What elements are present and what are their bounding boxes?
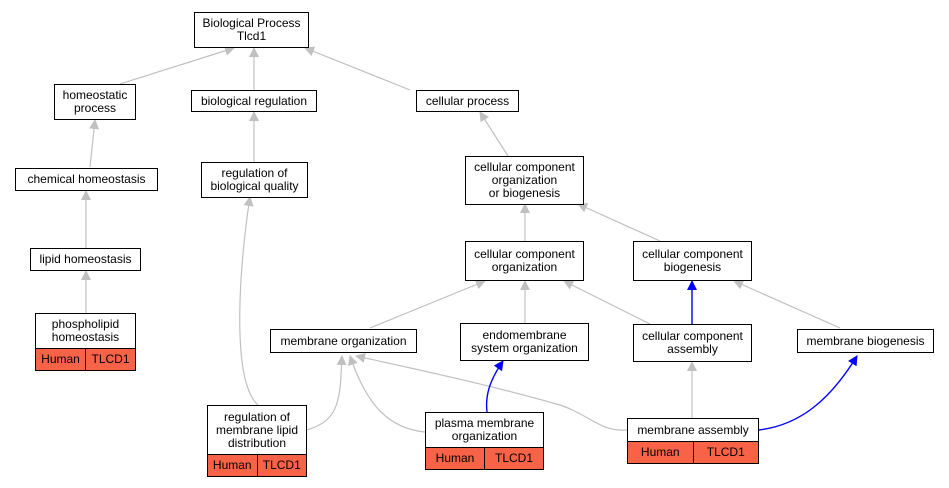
node-label: cellular component organization or bioge… bbox=[474, 160, 575, 200]
node-label: cellular process bbox=[425, 93, 510, 108]
edge-regmem-memorg bbox=[306, 355, 347, 431]
node-label: chemical homeostasis bbox=[27, 172, 146, 186]
node-label: cellular component biogenesis bbox=[642, 247, 743, 274]
edge-membio-ccb bbox=[733, 280, 841, 329]
node-membrane-biogenesis[interactable]: membrane biogenesis bbox=[797, 329, 934, 353]
node-label: cellular component assembly bbox=[642, 329, 743, 356]
node-homeostatic-process[interactable]: homeostatic process bbox=[54, 84, 136, 120]
edge-ccb-ccob bbox=[577, 203, 661, 242]
node-cellular-component-assembly[interactable]: cellular component assembly bbox=[633, 324, 752, 362]
node-cellular-component-organization-or-biogenesis[interactable]: cellular component organization or bioge… bbox=[465, 156, 584, 205]
annotation-row: Human TLCD1 bbox=[208, 454, 306, 476]
node-cellular-component-biogenesis[interactable]: cellular component biogenesis bbox=[633, 241, 752, 281]
node-label: endomembrane system organization bbox=[471, 328, 578, 355]
node-cellular-process[interactable]: cellular process bbox=[416, 90, 519, 112]
edge-memorg-cco bbox=[369, 279, 486, 329]
gene-label: TLCD1 bbox=[692, 442, 759, 463]
node-label: membrane organization bbox=[280, 333, 407, 348]
edge-regmem-regbioq bbox=[239, 196, 259, 406]
node-label: regulation of membrane lipid distributio… bbox=[215, 409, 299, 450]
node-regulation-membrane-lipid-distribution[interactable]: regulation of membrane lipid distributio… bbox=[207, 405, 307, 477]
node-regulation-biological-quality[interactable]: regulation of biological quality bbox=[201, 162, 308, 198]
edge-cca-cco bbox=[563, 280, 651, 325]
node-label: phospholipid homeostasis bbox=[51, 317, 120, 344]
node-lipid-homeostasis[interactable]: lipid homeostasis bbox=[30, 248, 141, 271]
species-label: Human bbox=[212, 458, 252, 472]
node-label: lipid homeostasis bbox=[39, 252, 132, 266]
node-cellular-component-organization[interactable]: cellular component organization bbox=[465, 241, 584, 281]
node-endomembrane-system-organization[interactable]: endomembrane system organization bbox=[460, 323, 589, 361]
species-label: Human bbox=[41, 352, 80, 366]
node-label: biological regulation bbox=[200, 93, 308, 108]
species-label: Human bbox=[640, 445, 680, 459]
node-label: regulation of biological quality bbox=[210, 166, 299, 193]
node-chemical-homeostasis[interactable]: chemical homeostasis bbox=[15, 168, 158, 191]
edge-memassembly-memorg bbox=[355, 353, 628, 431]
edge-ccob-cellproc bbox=[479, 111, 509, 157]
node-label: homeostatic process bbox=[62, 88, 128, 115]
node-biological-regulation[interactable]: biological regulation bbox=[191, 90, 317, 112]
annotation-row: Human TLCD1 bbox=[36, 348, 135, 370]
species-label: Human bbox=[435, 451, 475, 465]
annotation-row: Human TLCD1 bbox=[426, 447, 543, 469]
edge-homeostatic-root bbox=[119, 45, 235, 85]
edge-cellproc-root bbox=[304, 46, 411, 91]
node-phospholipid-homeostasis[interactable]: phospholipid homeostasis Human TLCD1 bbox=[35, 313, 136, 371]
edge-chemhomeo-homeostatic bbox=[89, 119, 100, 168]
node-label: plasma membrane organization bbox=[434, 416, 535, 443]
gene-label: TLCD1 bbox=[85, 349, 135, 370]
node-label: membrane assembly bbox=[637, 422, 749, 437]
gene-label: TLCD1 bbox=[256, 455, 307, 476]
node-plasma-membrane-organization[interactable]: plasma membrane organization Human TLCD1 bbox=[425, 412, 544, 470]
annotation-row: Human TLCD1 bbox=[628, 441, 758, 463]
gene-label: TLCD1 bbox=[484, 448, 543, 469]
edge-plasma-endomem-blue bbox=[485, 360, 504, 413]
edge-plasma-memorg bbox=[348, 355, 426, 433]
node-label: membrane biogenesis bbox=[806, 333, 925, 348]
node-label: Biological Process Tlcd1 bbox=[202, 16, 301, 43]
edge-memassembly-membio-blue bbox=[758, 355, 858, 431]
node-label: cellular component organization bbox=[474, 247, 575, 274]
node-membrane-organization[interactable]: membrane organization bbox=[270, 329, 417, 353]
node-biological-process[interactable]: Biological Process Tlcd1 bbox=[194, 12, 309, 48]
node-membrane-assembly[interactable]: membrane assembly Human TLCD1 bbox=[627, 418, 759, 464]
